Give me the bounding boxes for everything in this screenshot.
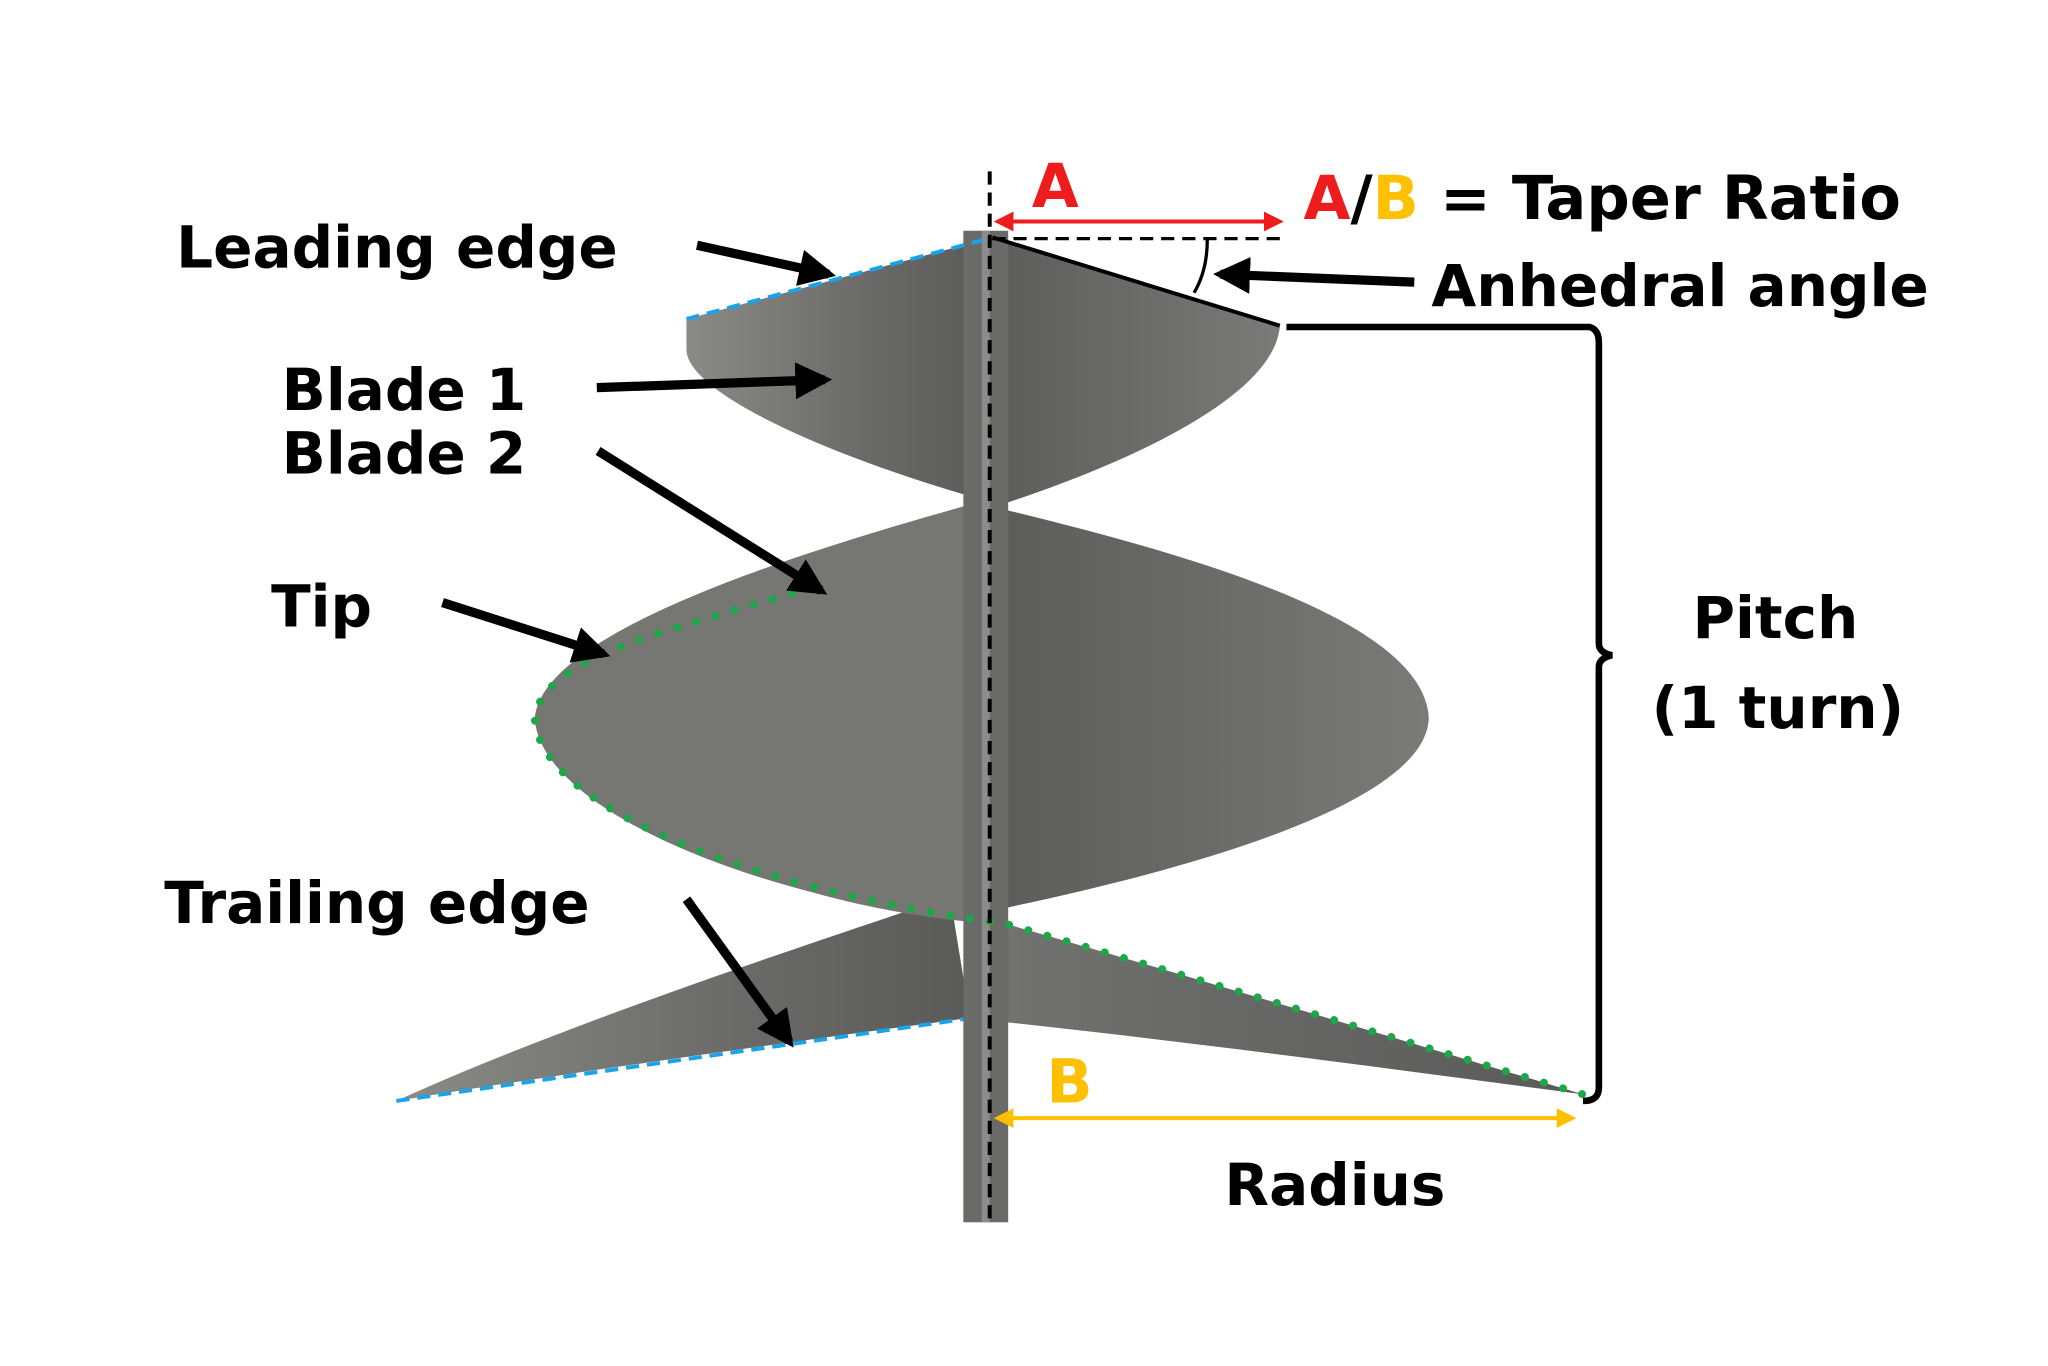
taper-ratio-label: A/B = Taper Ratio [1304,164,1901,234]
middle-right-lobe [996,507,1429,910]
trailing-edge-label: Trailing edge [164,869,589,937]
anhedral-arc [1192,239,1209,294]
tip-line [530,589,1588,1099]
leading-edge-label: Leading edge [176,214,618,282]
top-left-blade [686,239,988,502]
middle-left-face [534,501,1003,923]
radius-label: Radius [1224,1151,1445,1219]
taper-rest: = Taper Ratio [1419,164,1901,234]
pitch-bracket [1286,323,1613,1105]
blade2-label: Blade 2 [282,419,527,487]
a-label: A [1032,152,1079,222]
anhedral-angle-label: Anhedral angle [1431,252,1928,320]
anhedral-edge [991,235,1281,328]
b-label: B [1046,1047,1092,1117]
taper-b: B [1373,164,1419,234]
pointer-arrows [441,240,1415,1048]
middle-left-blade [534,501,1584,1095]
blade1-label: Blade 1 [282,356,527,424]
pitch-label: Pitch [1692,584,1858,652]
taper-a: A [1304,164,1351,234]
pitch-turn-label: (1 turn) [1652,674,1904,742]
bottom-left-blade [396,896,970,1101]
trailing-edge-line [396,1017,964,1103]
tip-label: Tip [271,572,372,640]
taper-slash: / [1350,164,1373,234]
